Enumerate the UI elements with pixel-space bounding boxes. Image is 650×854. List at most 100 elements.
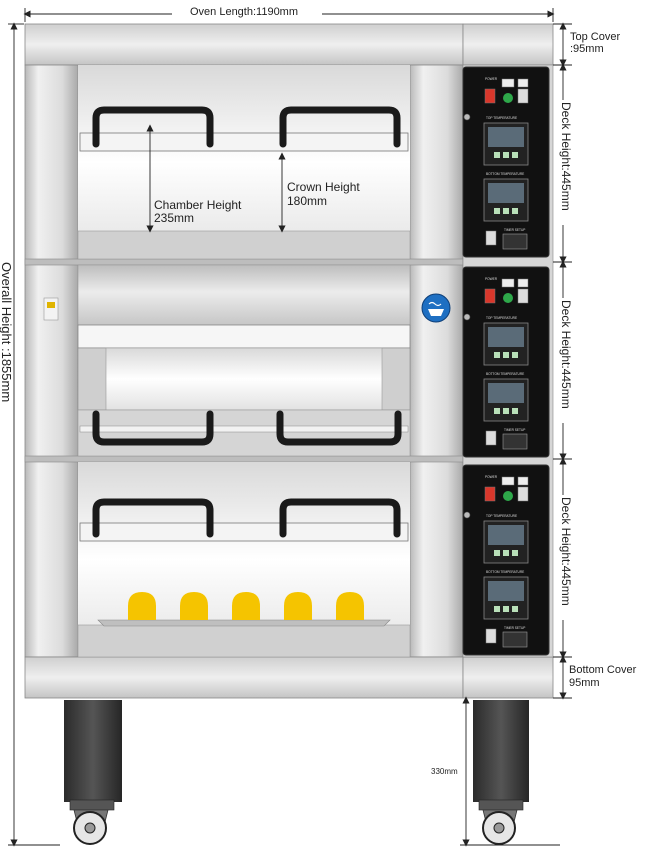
panel-1-power-label: POWER bbox=[485, 77, 498, 81]
deck-2-door-panel bbox=[77, 264, 411, 326]
deck-2-height-label: Deck Height:445mm bbox=[559, 300, 573, 409]
control-panel-3: POWER TOP TEMPERATURE BOTTOM TEMPERATURE TI… bbox=[462, 464, 550, 656]
panel-2-timer-display bbox=[502, 433, 528, 450]
dimension-labels: Oven Length:1190mm Overall Height :1855m… bbox=[0, 4, 637, 776]
panel-2-top-display bbox=[488, 327, 524, 347]
deck-3 bbox=[77, 462, 411, 658]
panel-3-top-key-2 bbox=[503, 550, 509, 556]
blue-badge-wave bbox=[428, 301, 442, 307]
panel-2-light-switch bbox=[517, 288, 529, 304]
legs bbox=[64, 700, 529, 845]
bottom-cover-label-2: 95mm bbox=[569, 677, 600, 689]
deck-2-base-strip bbox=[79, 425, 409, 433]
panel-1-top-display bbox=[488, 127, 524, 147]
blue-badge-symbol bbox=[428, 309, 444, 316]
panel-3-timer-display bbox=[502, 631, 528, 648]
panel-3-top-key-3 bbox=[512, 550, 518, 556]
panel-2-top-temp-label: TOP TEMPERATURE bbox=[486, 316, 517, 320]
panel-2-indicator bbox=[501, 278, 515, 288]
panel-2-bottom-key-3 bbox=[512, 408, 518, 414]
oven-length-label: Oven Length:1190mm bbox=[190, 6, 298, 18]
panel-2-timer-label: TIMER SETUP bbox=[504, 428, 525, 432]
deck-1-label-bg bbox=[558, 100, 574, 225]
control-panels: POWER TOP TEMPERATURE BOTTOM TEMPERATURE TI… bbox=[462, 66, 550, 656]
caster-right-hub bbox=[493, 822, 505, 834]
deck-2-handle-left bbox=[92, 410, 214, 446]
warning-label-mark bbox=[47, 302, 55, 308]
baking-tray bbox=[97, 619, 391, 627]
panel-1-bottom-key-1 bbox=[494, 208, 500, 214]
crown-height-label-2: 180mm bbox=[287, 194, 327, 208]
panel-3-timer-switch bbox=[485, 628, 497, 644]
panel-3-light-switch bbox=[517, 486, 529, 502]
bread-loaf-1 bbox=[128, 592, 156, 620]
panel-3-top-temp-label: TOP TEMPERATURE bbox=[486, 514, 517, 518]
panel-1-green-button bbox=[503, 93, 513, 103]
deck-3-label-bg bbox=[558, 495, 574, 620]
panel-2-bottom-key-1 bbox=[494, 408, 500, 414]
panel-2-top-key-1 bbox=[494, 352, 500, 358]
blue-badge-icon bbox=[421, 293, 451, 323]
deck-divider-1 bbox=[24, 258, 464, 266]
panel-3-top-key-1 bbox=[494, 550, 500, 556]
panel-3-bottom-temp-label: BOTTOM TEMPERATURE bbox=[486, 570, 524, 574]
panel-1-indicator bbox=[501, 78, 515, 88]
deck-2-base bbox=[77, 409, 411, 457]
panel-3-bottom-key-3 bbox=[512, 606, 518, 612]
deck-2-opening-inner bbox=[105, 347, 383, 411]
deck-1-handle-right bbox=[279, 106, 401, 148]
panel-3-power-label: POWER bbox=[485, 475, 498, 479]
bottom-cover bbox=[24, 656, 464, 699]
bread-loaf-3 bbox=[232, 592, 260, 620]
caster-left-hub bbox=[84, 822, 96, 834]
deck-1-base bbox=[77, 230, 411, 260]
bottom-cover-label-1: Bottom Cover bbox=[569, 664, 637, 676]
panel-3-bottom-key-1 bbox=[494, 606, 500, 612]
deck-1-shelf-top bbox=[79, 132, 409, 152]
panel-2-bottom-display bbox=[488, 383, 524, 403]
height-label-bg bbox=[0, 262, 12, 452]
panel-3-indicator bbox=[501, 476, 515, 486]
panel-1-top-key-1 bbox=[494, 152, 500, 158]
leg-left bbox=[64, 700, 122, 802]
panel-3-timer-label: TIMER SETUP bbox=[504, 626, 525, 630]
panel-1-timer-switch bbox=[485, 230, 497, 246]
deck-3-handle-right bbox=[279, 498, 401, 538]
deck-3-shelf-top bbox=[79, 522, 409, 542]
top-cover-label-1: Top Cover bbox=[570, 31, 620, 43]
panel-3-light-icon bbox=[517, 476, 529, 486]
panel-2-bottom-temp-label: BOTTOM TEMPERATURE bbox=[486, 372, 524, 376]
bread-loaf-4 bbox=[284, 592, 312, 620]
panel-1-timer-label: TIMER SETUP bbox=[504, 228, 525, 232]
panel-3-top-display bbox=[488, 525, 524, 545]
top-cover-label-2: :95mm bbox=[570, 43, 604, 55]
panel-1-bottom-key-3 bbox=[512, 208, 518, 214]
leg-height-label: 330mm bbox=[431, 767, 458, 776]
deck-1-height-label: Deck Height:445mm bbox=[559, 102, 573, 211]
panel-1-bottom-key-2 bbox=[503, 208, 509, 214]
panel-2-timer-switch bbox=[485, 430, 497, 446]
panel-1-screw bbox=[463, 113, 471, 121]
panel-3-bottom-key-2 bbox=[503, 606, 509, 612]
overall-height-label: Overall Height :1855mm bbox=[0, 262, 14, 402]
deck-3-height-label: Deck Height:445mm bbox=[559, 497, 573, 606]
leg-right-foot bbox=[478, 799, 524, 811]
panel-3-screw bbox=[463, 511, 471, 519]
leg-right bbox=[473, 700, 529, 802]
panel-2-green-button bbox=[503, 293, 513, 303]
deck-2-door-rim bbox=[77, 324, 411, 349]
panel-3-power-switch bbox=[484, 486, 496, 502]
panel-1-top-key-2 bbox=[503, 152, 509, 158]
deck-1-chamber bbox=[78, 65, 410, 259]
panel-1-bottom-display bbox=[488, 183, 524, 203]
crown-height-label-1: Crown Height bbox=[287, 180, 360, 194]
panel-1-light-icon bbox=[517, 78, 529, 88]
panel-1-top-key-3 bbox=[512, 152, 518, 158]
panel-1-power-switch bbox=[484, 88, 496, 104]
panel-3-green-button bbox=[503, 491, 513, 501]
panel-1-top-temp-label: TOP TEMPERATURE bbox=[486, 116, 517, 120]
deck-2-handle-right bbox=[276, 410, 402, 446]
panel-1-bottom-temp-label: BOTTOM TEMPERATURE bbox=[486, 172, 524, 176]
deck-3-base bbox=[77, 624, 411, 658]
bottom-cover-right bbox=[462, 656, 554, 699]
